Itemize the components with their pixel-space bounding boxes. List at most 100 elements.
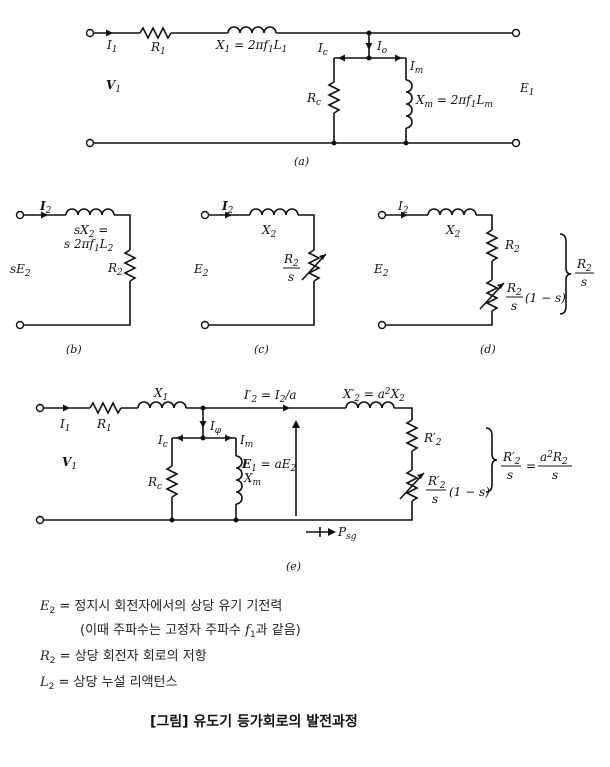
junction-e-bottom-rc: [169, 517, 175, 523]
label-iphi-e: Iφ: [209, 419, 222, 436]
brace-e: [485, 427, 498, 493]
voltage-arrowhead-e1: [292, 420, 300, 428]
label-brace-rhs-den-e: s: [552, 468, 558, 482]
arrow-i2-c: [225, 211, 232, 219]
label-ic-a: Ic: [317, 41, 328, 58]
variable-arrowhead-d: [497, 283, 504, 289]
label-se2-b: sE2: [10, 262, 31, 279]
label-brace-eq-e: =: [526, 459, 536, 473]
label-i1-e: I1: [59, 417, 70, 434]
caption-a: (a): [294, 155, 309, 168]
label-xm-e: Xm: [243, 471, 261, 488]
arrow-i2-b: [41, 211, 48, 219]
figure-title: [그림] 유도기 등가회로의 발전과정: [150, 713, 358, 730]
label-psg-e: Psg: [337, 525, 357, 542]
terminal-c-top: [200, 210, 210, 220]
label-r2p-e: R′2: [423, 431, 442, 448]
inductor-x2p-e: [345, 401, 395, 409]
terminal-a-bottom-right: [511, 138, 521, 148]
terminal-b-top: [15, 210, 25, 220]
junction-a-bottom-rc: [331, 140, 337, 146]
terminal-d-top: [377, 210, 387, 220]
junction-e-bottom-xm: [233, 517, 239, 523]
label-r2s-den-d: s: [511, 299, 517, 313]
inductor-sx2-b: [65, 208, 115, 216]
resistor-r2-d: [485, 229, 499, 262]
resistor-r2-b: [123, 249, 137, 282]
label-r2ps-num-e: R′2: [427, 474, 446, 491]
legend-line-frequency-note: (이때 주파수는 고정자 주파수 f1과 같음): [80, 623, 301, 640]
label-r1-a: R1: [150, 40, 166, 57]
arrow-io-a: [365, 43, 373, 50]
wire-d-right-top: [476, 214, 493, 230]
wire-b-return: [24, 281, 131, 326]
brace-d: [559, 233, 572, 315]
arrow-im-e: [225, 434, 232, 442]
resistor-rc-a: [327, 81, 341, 114]
terminal-d-bottom: [377, 320, 387, 330]
wire-d-return: [386, 311, 493, 326]
label-brace-lhs-den-e: s: [507, 468, 513, 482]
arrow-i1-a: [106, 29, 113, 37]
label-r2s-den-c: s: [288, 270, 294, 284]
label-i2-c: I2: [221, 199, 234, 216]
label-x2-d: X2: [445, 223, 461, 240]
legend-line-r2: R2 = 상당 회전자 회로의 저항: [39, 649, 207, 666]
variable-arrowhead-e: [417, 473, 424, 479]
label-r1-e: R1: [96, 417, 112, 434]
caption-d: (d): [480, 343, 496, 356]
terminal-c-bottom: [200, 320, 210, 330]
legend-line-l2: L2 = 상당 누설 리액턴스: [39, 675, 178, 692]
junction-a-bottom-xm: [403, 140, 409, 146]
label-e2-c: E2: [193, 262, 209, 279]
label-r2-b: R2: [107, 261, 123, 278]
circuit-a: I1 R1 X1 = 2πf1L1 Io Ic Im Rc Xm = 2πf1L…: [85, 26, 535, 168]
terminal-e-bottom: [35, 515, 45, 525]
inductor-xm-e: [235, 455, 243, 505]
label-x1-a: X1 = 2πf1L1: [215, 38, 287, 55]
label-brace-den-d: s: [581, 275, 587, 289]
power-arrowhead-psg: [328, 528, 336, 536]
wire-c-right-top: [298, 214, 315, 250]
terminal-e-top: [35, 403, 45, 413]
label-x1-e: X1: [153, 386, 168, 403]
inductor-x2-d: [427, 208, 477, 216]
label-brace-num-d: R2: [576, 257, 592, 274]
label-rc-a: Rc: [306, 91, 321, 108]
label-brace-lhs-num-e: R′2: [502, 450, 521, 467]
label-r2ps-den-e: s: [432, 492, 438, 506]
label-rc-e: Rc: [147, 475, 162, 492]
label-v1-a: V1: [106, 78, 121, 95]
label-im-e: Im: [239, 433, 253, 450]
label-r2s-tail-d: (1 − s): [525, 291, 566, 305]
caption-c: (c): [254, 343, 269, 356]
arrow-i2-d: [401, 211, 408, 219]
label-e1-e: E1 = aE2: [241, 457, 297, 474]
terminal-b-bottom: [15, 320, 25, 330]
wire-e-bottom: [44, 501, 413, 521]
wire-b-right-top: [114, 214, 131, 250]
label-i1-a: I1: [106, 38, 117, 55]
arrow-ic-e: [176, 434, 183, 442]
arrow-ic-a: [338, 54, 345, 62]
resistor-r2s-c: [307, 249, 321, 282]
label-r2ps-tail-e: (1 − s): [449, 485, 490, 499]
inductor-x2-c: [249, 208, 299, 216]
label-x2-c: X2: [261, 223, 277, 240]
label-xm-a: Xm = 2πf1Lm: [415, 93, 493, 110]
label-i2-d: I2: [397, 199, 409, 216]
circuit-d: I2 X2 E2 R2 R2 s (1 − s) R2 s (d): [373, 199, 594, 356]
caption-b: (b): [66, 343, 82, 356]
variable-arrowhead-c: [319, 254, 326, 260]
label-ic-e: Ic: [157, 433, 168, 450]
terminal-a-top-right: [511, 28, 521, 38]
resistor-r2p-e: [405, 419, 419, 452]
wire-c-return: [209, 281, 315, 326]
arrow-iphi-e: [199, 421, 207, 428]
resistor-r1-e: [89, 401, 122, 415]
label-r2-d: R2: [504, 238, 520, 255]
label-x2p-e: X′2 = a2X2: [342, 387, 405, 404]
terminal-a-top-left: [85, 28, 95, 38]
